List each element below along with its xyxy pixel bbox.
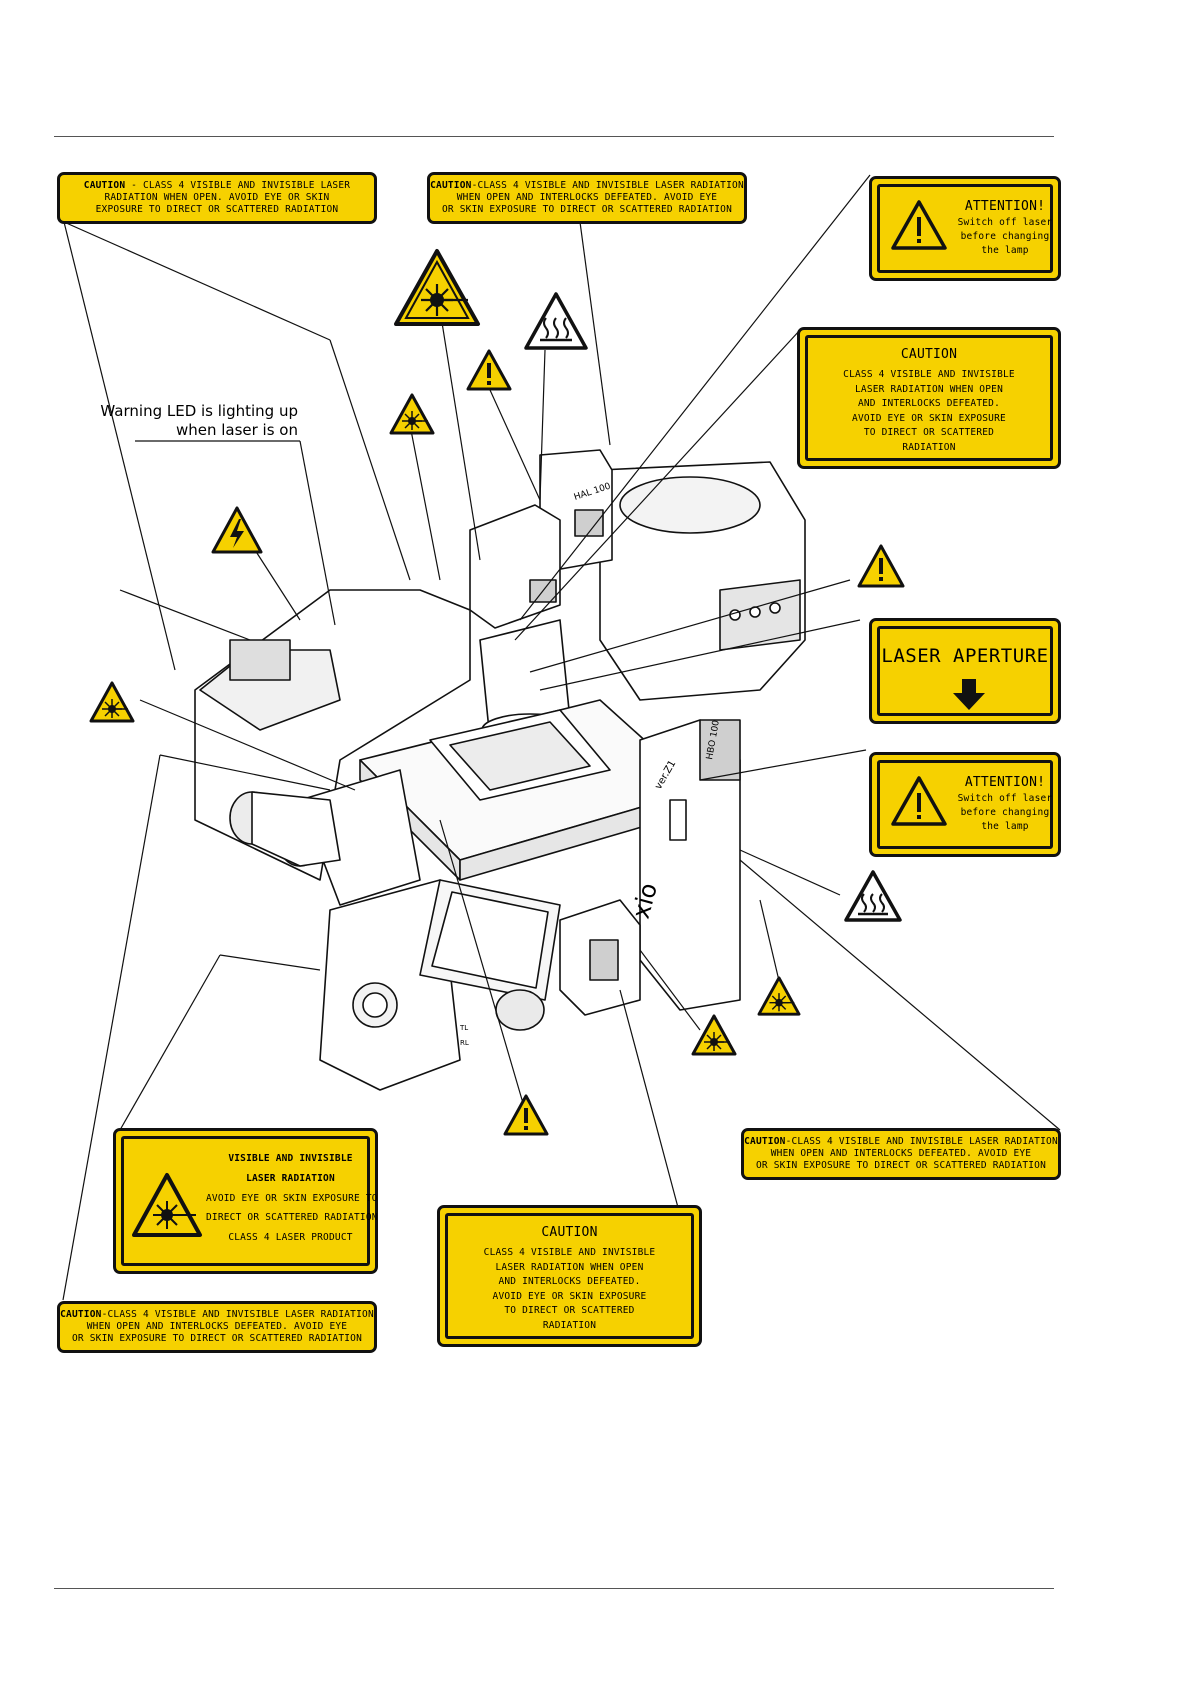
- warning-led-annotation: Warning LED is lighting up when laser is…: [100, 402, 298, 440]
- laser-sign-line-1: AVOID EYE OR SKIN EXPOSURE TO: [206, 1193, 378, 1204]
- caution-line-1: CLASS 4 VISIBLE AND INVISIBLE: [483, 1247, 656, 1258]
- general-warning-icon: [466, 349, 512, 391]
- laser-radiation-icon: [691, 1014, 737, 1056]
- attention-title: ATTENTION!: [964, 775, 1046, 790]
- switch-label-tl: TL: [459, 1024, 468, 1032]
- arrow-down-icon: [953, 679, 985, 710]
- caution-line-6: RADIATION: [902, 442, 956, 453]
- caution-line-3: OR SKIN EXPOSURE TO DIRECT OR SCATTERED …: [755, 1160, 1047, 1171]
- caution-sign-text: CAUTION-CLASS 4 VISIBLE AND INVISIBLE LA…: [60, 1309, 374, 1321]
- caution-bold: CAUTION: [430, 180, 472, 191]
- laser-radiation-icon: [89, 681, 135, 723]
- general-warning-icon: [857, 544, 905, 588]
- attention-sign-top: ATTENTION! Switch off laser before chang…: [869, 176, 1061, 281]
- laser-aperture-title: LASER APERTURE: [881, 645, 1049, 667]
- caution-line-2: WHEN OPEN AND INTERLOCKS DEFEATED. AVOID…: [86, 1321, 348, 1332]
- caution-line-4: AVOID EYE OR SKIN EXPOSURE: [852, 413, 1006, 424]
- caution-sign-top-center: CAUTION-CLASS 4 VISIBLE AND INVISIBLE LA…: [427, 172, 747, 224]
- electric-hazard-icon: [211, 506, 263, 554]
- caution-bold: CAUTION: [83, 180, 126, 191]
- laser-radiation-sign: VISIBLE AND INVISIBLE LASER RADIATION AV…: [113, 1128, 378, 1274]
- attention-sign-middle: ATTENTION! Switch off laser before chang…: [869, 752, 1061, 857]
- caution-line-1: -CLASS 4 VISIBLE AND INVISIBLE LASER RAD…: [101, 1309, 374, 1320]
- warning-led-line-1: Warning LED is lighting up: [100, 402, 298, 420]
- caution-sign-right: CAUTION CLASS 4 VISIBLE AND INVISIBLE LA…: [797, 327, 1061, 469]
- general-warning-icon: [891, 776, 947, 826]
- laser-sign-line-3: CLASS 4 LASER PRODUCT: [228, 1232, 353, 1243]
- laser-radiation-icon: [757, 976, 801, 1016]
- caution-sign-text: CAUTION-CLASS 4 VISIBLE AND INVISIBLE LA…: [744, 1136, 1058, 1148]
- caution-line-1: - CLASS 4 VISIBLE AND INVISIBLE LASER: [125, 180, 351, 191]
- caution-line-2: LASER RADIATION WHEN OPEN: [495, 1262, 644, 1273]
- bottom-rule: [54, 1588, 1054, 1589]
- laser-sign-title-2: LASER RADIATION: [246, 1173, 335, 1184]
- hot-surface-icon: [524, 292, 588, 350]
- caution-line-3: AND INTERLOCKS DEFEATED.: [498, 1276, 641, 1287]
- attention-line-1: Switch off laser: [957, 217, 1053, 228]
- caution-line-6: RADIATION: [542, 1320, 597, 1331]
- attention-line-3: the lamp: [981, 245, 1029, 256]
- laser-radiation-icon: [394, 249, 480, 326]
- caution-bold: CAUTION: [60, 1309, 102, 1320]
- caution-line-2: LASER RADIATION WHEN OPEN: [855, 384, 1003, 395]
- caution-sign-text: CAUTION - CLASS 4 VISIBLE AND INVISIBLE …: [60, 180, 374, 192]
- attention-line-3: the lamp: [981, 821, 1029, 832]
- caution-bold: CAUTION: [744, 1136, 786, 1147]
- caution-line-1: -CLASS 4 VISIBLE AND INVISIBLE LASER RAD…: [785, 1136, 1058, 1147]
- caution-line-3: AND INTERLOCKS DEFEATED.: [857, 398, 1001, 409]
- caution-line-5: TO DIRECT OR SCATTERED: [863, 427, 995, 438]
- caution-line-2: WHEN OPEN AND INTERLOCKS DEFEATED. AVOID…: [456, 192, 718, 203]
- hot-surface-icon: [844, 870, 902, 922]
- general-warning-icon: [503, 1094, 549, 1136]
- laser-sign-line-2: DIRECT OR SCATTERED RADIATION: [206, 1212, 378, 1223]
- general-warning-icon: [891, 200, 947, 250]
- laser-sign-title-1: VISIBLE AND INVISIBLE: [228, 1153, 353, 1164]
- attention-line-2: before changing: [960, 807, 1050, 818]
- laser-radiation-icon: [389, 393, 435, 435]
- caution-sign-top-left: CAUTION - CLASS 4 VISIBLE AND INVISIBLE …: [57, 172, 377, 224]
- caution-title: CAUTION: [900, 347, 958, 362]
- warning-led-line-2: when laser is on: [175, 421, 298, 439]
- caution-line-3: EXPOSURE TO DIRECT OR SCATTERED RADIATIO…: [95, 204, 339, 215]
- top-rule: [54, 136, 1054, 137]
- caution-title: CAUTION: [541, 1225, 598, 1240]
- caution-line-1: CLASS 4 VISIBLE AND INVISIBLE: [843, 369, 1015, 380]
- caution-line-3: OR SKIN EXPOSURE TO DIRECT OR SCATTERED …: [71, 1333, 363, 1344]
- attention-title: ATTENTION!: [964, 199, 1046, 214]
- caution-sign-bottom-right: CAUTION-CLASS 4 VISIBLE AND INVISIBLE LA…: [741, 1128, 1061, 1180]
- caution-sign-bottom: CAUTION CLASS 4 VISIBLE AND INVISIBLE LA…: [437, 1205, 702, 1347]
- caution-line-2: RADIATION WHEN OPEN. AVOID EYE OR SKIN: [104, 192, 330, 203]
- switch-label-rl: RL: [460, 1039, 469, 1047]
- caution-line-1: -CLASS 4 VISIBLE AND INVISIBLE LASER RAD…: [471, 180, 744, 191]
- laser-radiation-icon: [132, 1173, 202, 1237]
- attention-line-1: Switch off laser: [957, 793, 1053, 804]
- caution-sign-bottom-left: CAUTION-CLASS 4 VISIBLE AND INVISIBLE LA…: [57, 1301, 377, 1353]
- caution-line-5: TO DIRECT OR SCATTERED: [504, 1305, 635, 1316]
- caution-line-4: AVOID EYE OR SKIN EXPOSURE: [492, 1291, 647, 1302]
- attention-line-2: before changing: [960, 231, 1050, 242]
- caution-sign-text: CAUTION-CLASS 4 VISIBLE AND INVISIBLE LA…: [430, 180, 744, 192]
- caution-line-3: OR SKIN EXPOSURE TO DIRECT OR SCATTERED …: [441, 204, 733, 215]
- laser-aperture-sign: LASER APERTURE: [869, 618, 1061, 724]
- caution-line-2: WHEN OPEN AND INTERLOCKS DEFEATED. AVOID…: [770, 1148, 1032, 1159]
